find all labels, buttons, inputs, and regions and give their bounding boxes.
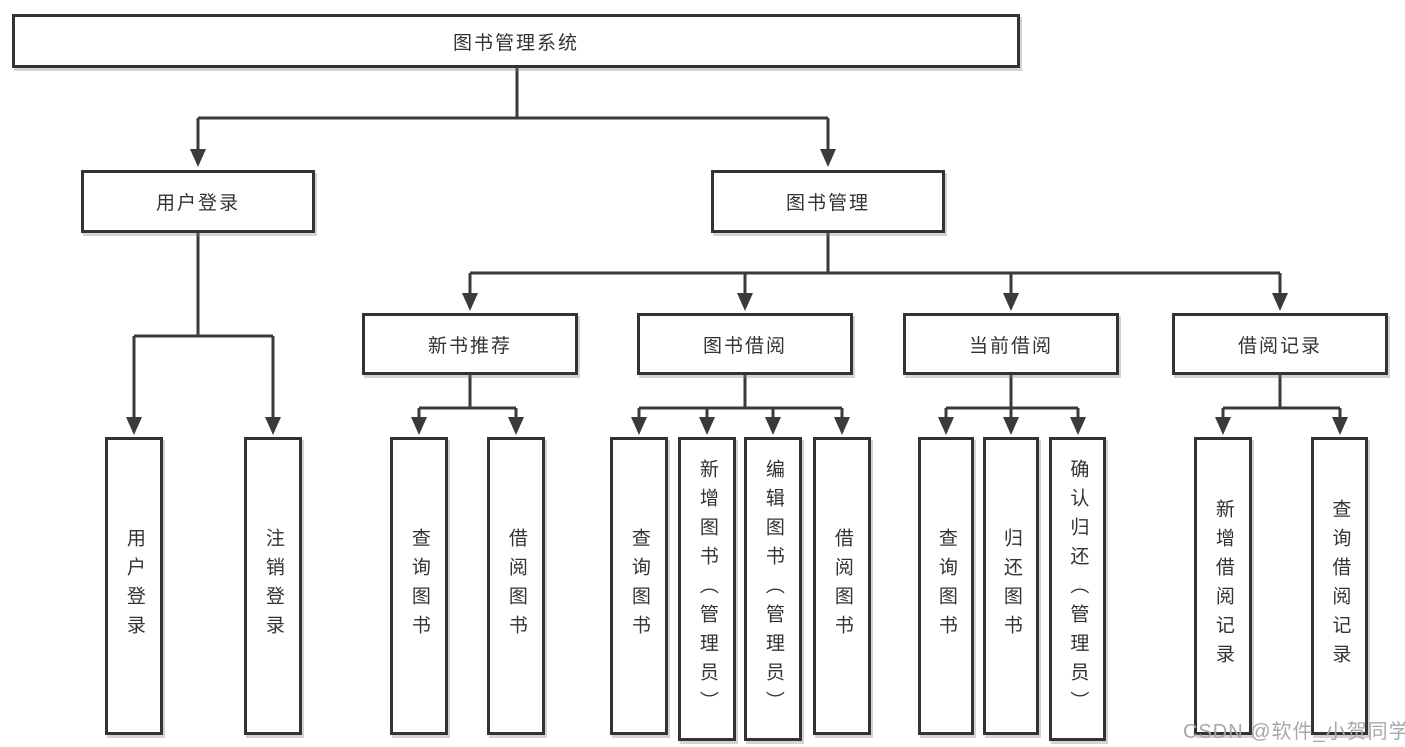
leaf-label: 新增图书（管理员） [696, 458, 718, 720]
connector-root-to-level2 [196, 68, 830, 152]
node-current-borrowing: 当前借阅 [903, 313, 1119, 375]
arrow-down-icon [834, 417, 850, 435]
arrow-down-icon [737, 293, 753, 311]
arrow-down-icon [462, 293, 478, 311]
connector-current-to-leaves [944, 375, 1080, 420]
leaf-label: 查询借阅记录 [1329, 499, 1351, 673]
arrowheads [126, 149, 1348, 435]
csdn-watermark: CSDN @软件_小贺同学 [1183, 721, 1405, 743]
leaf-label: 新增借阅记录 [1212, 499, 1234, 673]
leaf-query-books-current: 查询图书 [918, 437, 974, 735]
arrow-down-icon [699, 417, 715, 435]
node-borrowing-records: 借阅记录 [1172, 313, 1388, 375]
leaf-logout: 注销登录 [244, 437, 302, 735]
leaf-add-borrow-record: 新增借阅记录 [1194, 437, 1252, 735]
arrow-down-icon [1003, 293, 1019, 311]
leaf-label: 借阅图书 [505, 528, 527, 644]
leaf-label: 查询图书 [628, 528, 650, 644]
arrow-down-icon [820, 149, 836, 167]
connector-bookmgmt-to-sections [468, 233, 1282, 296]
leaf-label: 归还图书 [1000, 528, 1022, 644]
leaf-query-books-borrowing: 查询图书 [610, 437, 668, 735]
connector-userlogin-to-leaves [132, 233, 275, 420]
leaf-label: 用户登录 [123, 528, 145, 644]
arrow-down-icon [126, 417, 142, 435]
arrow-down-icon [938, 417, 954, 435]
arrow-down-icon [765, 417, 781, 435]
arrow-down-icon [190, 149, 206, 167]
node-user-login: 用户登录 [81, 170, 315, 233]
node-book-borrowing: 图书借阅 [637, 313, 853, 375]
leaf-borrow-books-recommend: 借阅图书 [487, 437, 545, 735]
arrow-down-icon [508, 417, 524, 435]
leaf-confirm-return-admin: 确认归还（管理员） [1049, 437, 1106, 741]
leaf-label: 确认归还（管理员） [1067, 458, 1089, 720]
arrow-down-icon [1272, 293, 1288, 311]
node-library-management-system: 图书管理系统 [12, 14, 1020, 68]
leaf-query-borrow-record: 查询借阅记录 [1311, 437, 1368, 735]
node-new-book-recommend: 新书推荐 [362, 313, 578, 375]
leaf-label: 查询图书 [408, 528, 430, 644]
connector-borrowing-to-leaves [637, 375, 844, 420]
node-book-management: 图书管理 [711, 170, 945, 233]
connector-newbook-to-leaves [417, 375, 518, 420]
arrow-down-icon [631, 417, 647, 435]
leaf-add-books-admin: 新增图书（管理员） [678, 437, 736, 741]
leaf-user-login: 用户登录 [105, 437, 163, 735]
leaf-borrow-books-borrowing: 借阅图书 [813, 437, 871, 735]
arrow-down-icon [1332, 417, 1348, 435]
leaf-label: 编辑图书（管理员） [762, 458, 784, 720]
leaf-label: 查询图书 [935, 528, 957, 644]
arrow-down-icon [1003, 417, 1019, 435]
leaf-label: 借阅图书 [831, 528, 853, 644]
connector-records-to-leaves [1221, 375, 1342, 420]
arrow-down-icon [411, 417, 427, 435]
arrow-down-icon [265, 417, 281, 435]
leaf-label: 注销登录 [262, 528, 284, 644]
leaf-query-books-recommend: 查询图书 [390, 437, 448, 735]
leaf-return-books: 归还图书 [983, 437, 1039, 735]
arrow-down-icon [1070, 417, 1086, 435]
arrow-down-icon [1215, 417, 1231, 435]
leaf-edit-books-admin: 编辑图书（管理员） [744, 437, 802, 741]
